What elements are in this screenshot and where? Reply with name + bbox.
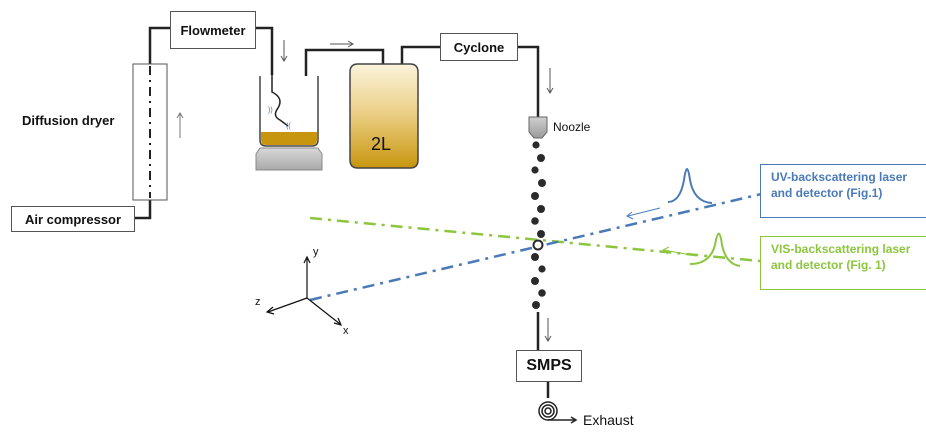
- particle: [531, 277, 539, 285]
- flow-arrow-down: [280, 40, 288, 62]
- flow-arrow-up: [176, 112, 184, 138]
- vis-laser-label-line1: VIS-backscattering laser: [771, 242, 911, 256]
- bottle-volume-label: 2L: [371, 134, 392, 154]
- particle: [532, 301, 540, 309]
- particle-in-beam: [532, 239, 544, 251]
- vis-signal: [662, 232, 741, 267]
- smps-box: SMPS: [516, 350, 582, 382]
- air-compressor-label: Air compressor: [24, 211, 122, 227]
- nebulizer-inner-tube: [271, 75, 289, 127]
- tube-compressor-dryer: [135, 200, 152, 220]
- svg-text:((: ((: [286, 123, 291, 130]
- vis-laser-beam: [309, 216, 771, 264]
- exhaust-coil: [538, 401, 578, 424]
- uv-laser-detector-box: UV-backscattering laser and detector (Fi…: [760, 164, 926, 218]
- flow-arrow-down-smps: [544, 318, 552, 342]
- exhaust-label: Exhaust: [583, 412, 634, 428]
- nozzle-label: Noozle: [553, 120, 591, 134]
- vis-laser-label-line2: and detector (Fig. 1): [771, 258, 886, 272]
- nebulizer-stand: [255, 147, 323, 171]
- cyclone-label: Cyclone: [453, 39, 505, 55]
- particle: [531, 253, 539, 261]
- particle: [531, 217, 539, 225]
- particle: [531, 166, 539, 174]
- particle: [531, 192, 539, 200]
- bottle-body: [349, 63, 419, 169]
- particle: [538, 289, 546, 297]
- particle: [537, 205, 545, 213]
- tube-flowmeter-nebulizer: [256, 26, 274, 75]
- vis-laser-detector-box: VIS-backscattering laser and detector (F…: [760, 236, 926, 290]
- particle: [538, 179, 546, 187]
- particle: [538, 265, 546, 273]
- smps-label: SMPS: [526, 357, 572, 374]
- particle: [532, 141, 540, 149]
- nebulizer-liquid: [261, 132, 317, 145]
- bottle-2l: [349, 63, 419, 169]
- axis-x-label: x: [343, 325, 349, 337]
- flow-arrow-down-cyclone: [546, 68, 554, 94]
- svg-text:)): )): [268, 107, 273, 114]
- uv-signal: [626, 168, 713, 220]
- coordinate-axes: [265, 255, 343, 326]
- axis-z-line: [267, 297, 308, 313]
- tube-dryer-flowmeter: [148, 26, 170, 64]
- cyclone-box: Cyclone: [440, 33, 518, 61]
- vis-signal-peak: [689, 232, 741, 267]
- particle: [537, 230, 545, 238]
- flowmeter-label: Flowmeter: [180, 22, 246, 38]
- flow-arrow-right: [330, 40, 354, 48]
- particle: [537, 154, 545, 162]
- flowmeter-box: Flowmeter: [170, 11, 256, 49]
- uv-laser-label-line1: UV-backscattering laser: [771, 170, 908, 184]
- diffusion-dryer-label: Diffusion dryer: [22, 113, 115, 128]
- axis-y-label: y: [313, 246, 319, 258]
- uv-laser-label-line2: and detector (Fig.1): [771, 186, 883, 200]
- axis-z-label: z: [255, 296, 261, 308]
- tubing: [135, 26, 550, 398]
- nebulizer: )) ((: [255, 40, 323, 171]
- axis-x-line: [306, 297, 341, 325]
- tube-cyclone-nozzle: [517, 45, 540, 117]
- air-compressor-box: Air compressor: [11, 206, 135, 232]
- uv-signal-peak: [667, 168, 713, 204]
- particle-stream: [531, 141, 546, 309]
- nozzle: [528, 116, 548, 139]
